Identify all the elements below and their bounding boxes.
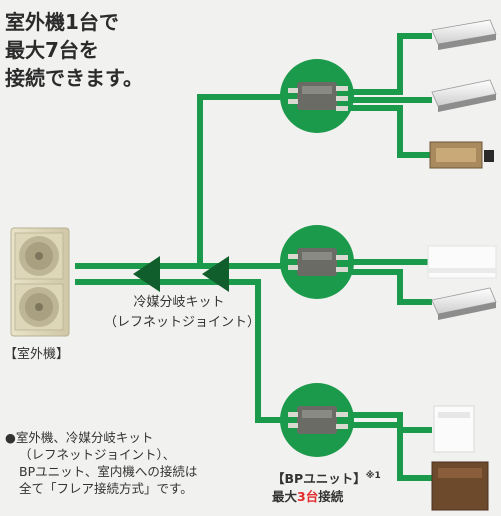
bp-unit-icon bbox=[280, 59, 354, 133]
bp-unit-icon bbox=[280, 383, 354, 457]
pipe-top bbox=[197, 94, 285, 266]
branch-arrow-icon bbox=[202, 256, 229, 292]
indoor-unit-icon bbox=[431, 287, 497, 320]
heading: 室外機1台で 最大7台を 接続できます。 bbox=[5, 8, 165, 92]
branch-arrow-icon bbox=[133, 256, 160, 292]
heading-line-3: 接続できます。 bbox=[5, 66, 143, 90]
bp-unit-icon bbox=[280, 225, 354, 299]
bp-unit-label-text: 【BPユニット】 bbox=[272, 471, 366, 487]
bp-max-prefix: 最大 bbox=[272, 488, 298, 504]
branch-kit-label-line-2: （レフネットジョイント） bbox=[104, 314, 261, 330]
bp-max-count: 3台 bbox=[297, 488, 319, 504]
indoor-unit-icon bbox=[433, 405, 475, 453]
note-line-2: （レフネットジョイント）、 bbox=[19, 446, 176, 462]
pipe-mid-b2 bbox=[345, 269, 432, 305]
pipe-top-b1 bbox=[345, 33, 432, 95]
heading-line-2: 最大7台を bbox=[5, 38, 99, 62]
refrigerant-pipes bbox=[75, 33, 432, 481]
branch-kit-label-line-1: 冷媒分岐キット bbox=[133, 295, 225, 310]
outdoor-unit-icon bbox=[10, 227, 70, 337]
note-line-4: 全て「フレア接続方式」です。 bbox=[19, 480, 193, 496]
indoor-unit-icon bbox=[431, 19, 497, 50]
note-line-3: BPユニット、室内機への接続は bbox=[19, 463, 198, 479]
outdoor-unit-label: 【室外機】 bbox=[4, 347, 70, 362]
pipe-top-b3 bbox=[345, 105, 432, 158]
note-bullet: ● bbox=[5, 430, 16, 445]
note-text-1: 室外機、冷媒分岐キット bbox=[15, 430, 154, 445]
indoor-unit-icon bbox=[431, 79, 497, 112]
indoor-unit-icon bbox=[427, 245, 497, 279]
pipe-bot-b2 bbox=[345, 422, 432, 481]
bp-unit-footnote: ※1 bbox=[365, 471, 381, 481]
bp-unit-max: 最大3台接続 bbox=[272, 488, 381, 506]
bp-unit-caption: 【BPユニット】※1 最大3台接続 bbox=[272, 470, 381, 505]
branch-kit-label: 冷媒分岐キット （レフネットジョイント） bbox=[104, 293, 261, 332]
indoor-unit-icon bbox=[429, 141, 494, 169]
bp-max-suffix: 接続 bbox=[318, 488, 344, 504]
pipe-lower bbox=[75, 279, 292, 423]
bp-unit-label: 【BPユニット】※1 bbox=[272, 470, 381, 488]
heading-line-1: 室外機1台で bbox=[5, 10, 119, 34]
connection-note: ●室外機、冷媒分岐キット （レフネットジョイント）、 BPユニット、室内機への接… bbox=[5, 430, 197, 498]
indoor-unit-icon bbox=[431, 461, 489, 511]
note-line-1: ●室外機、冷媒分岐キット bbox=[5, 430, 197, 447]
